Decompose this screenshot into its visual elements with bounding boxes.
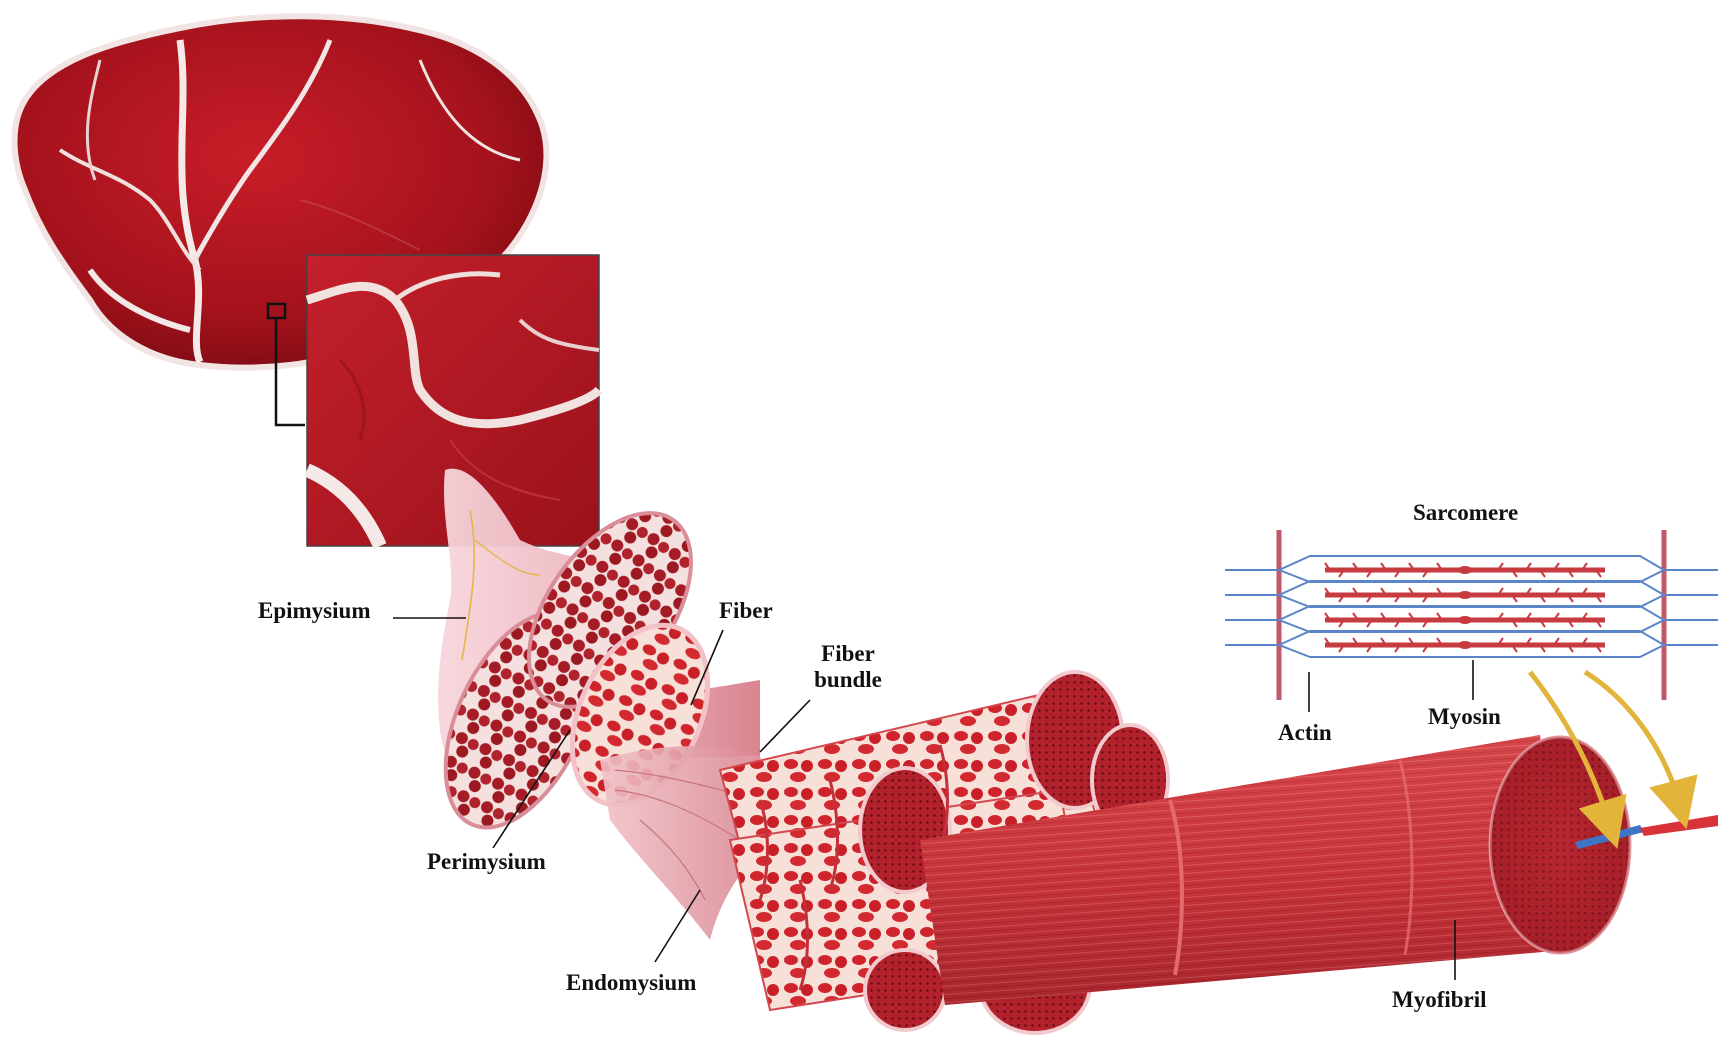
sarcomere-schematic — [1225, 530, 1718, 700]
fiber-label: Fiber — [719, 598, 773, 624]
myosin-label: Myosin — [1428, 704, 1501, 730]
fiber-bundle-label-line2: bundle — [808, 667, 888, 693]
myofibril-label: Myofibril — [1392, 987, 1487, 1013]
epimysium-label: Epimysium — [258, 598, 370, 624]
m-line-node — [1458, 566, 1472, 574]
sarcomere-rows — [1225, 556, 1718, 657]
m-line-node — [1458, 591, 1472, 599]
fiber-bundle-leader — [760, 700, 810, 752]
m-line-node — [1458, 641, 1472, 649]
fiber-bundle-label-line1: Fiber — [808, 641, 888, 667]
endomysium-leader — [655, 890, 700, 962]
fiber-bundle-label: Fiber bundle — [808, 641, 888, 694]
m-line-node — [1458, 616, 1472, 624]
perimysium-label: Perimysium — [427, 849, 546, 875]
endomysium-label: Endomysium — [566, 970, 696, 996]
actin-label: Actin — [1278, 720, 1332, 746]
sarcomere-label: Sarcomere — [1413, 500, 1518, 526]
